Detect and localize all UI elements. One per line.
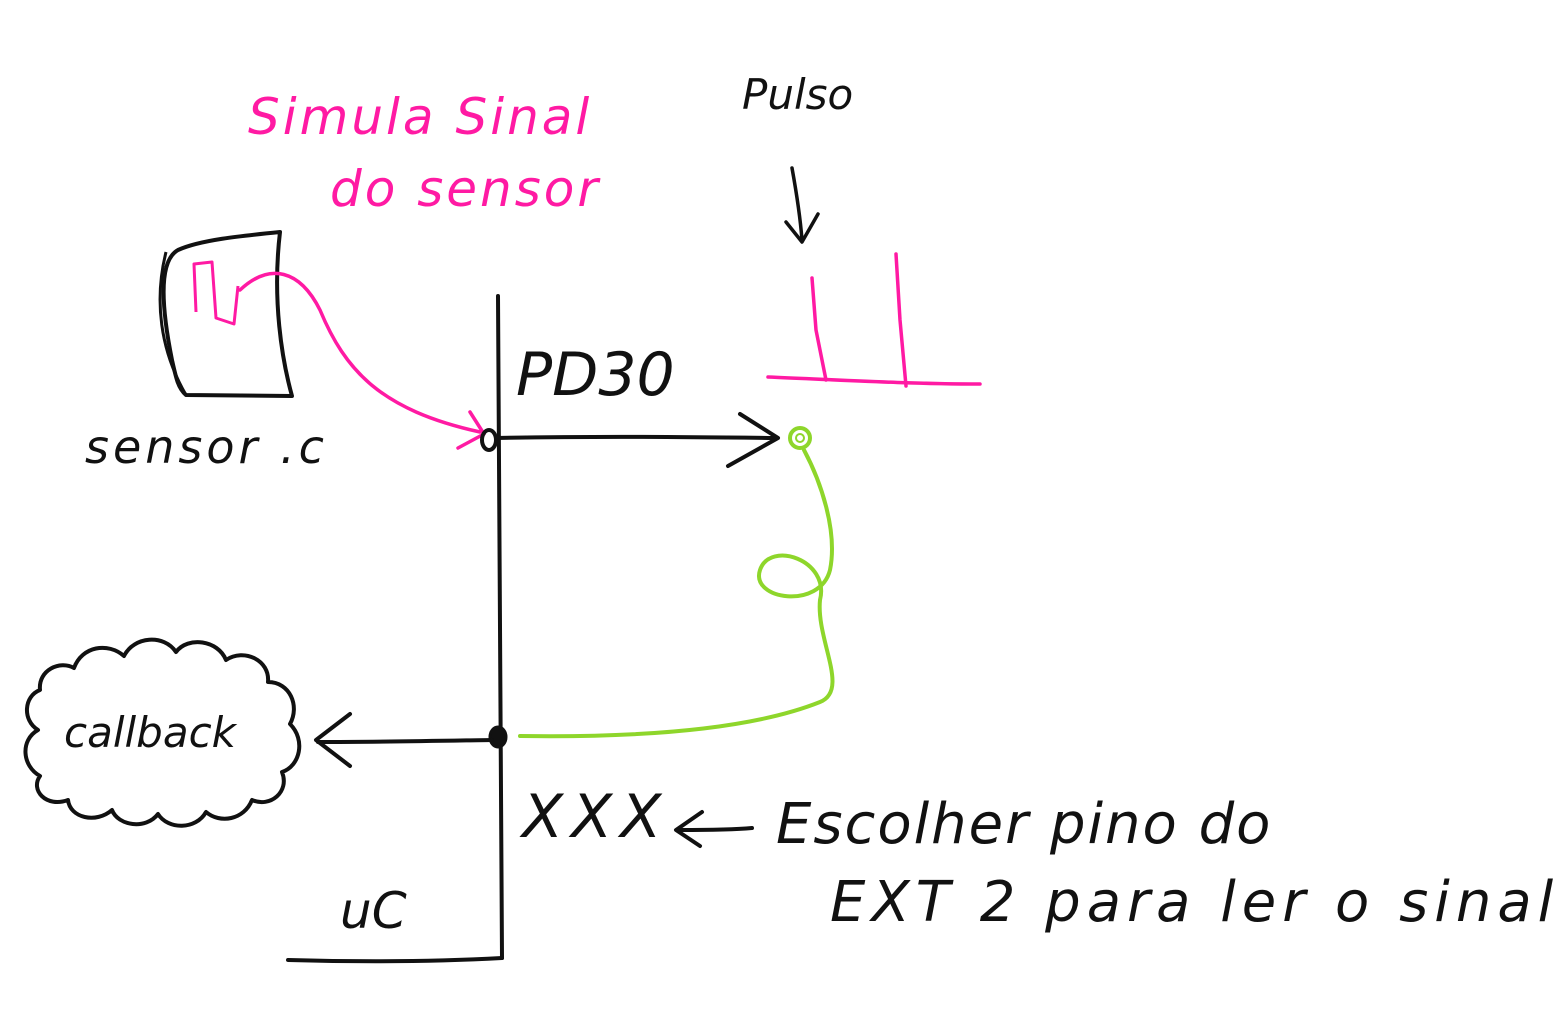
pulso-arrowhead [784, 212, 820, 244]
jumper-wire-end [788, 426, 812, 450]
sensor-file-label: sensor .c [85, 420, 328, 474]
sensor-file-icon [161, 230, 294, 398]
pulso-arrow [790, 166, 804, 242]
callback-arrow [316, 738, 494, 744]
ext2-ler-sinal-label: EXT 2 para ler o sinal [830, 870, 1559, 935]
pd30-pin [480, 428, 498, 452]
do-sensor-label: do sensor [330, 160, 601, 218]
pulse-1 [810, 276, 828, 382]
pd30-output-arrow [494, 434, 776, 440]
xxx-pointer-arrow [678, 826, 754, 832]
escolher-pino-label: Escolher pino do [776, 792, 1273, 857]
callback-arrowhead [314, 712, 352, 768]
uc-base-line [286, 956, 504, 964]
pd30-label: PD30 [516, 340, 675, 410]
xxx-pointer-arrowhead [674, 810, 704, 848]
pulse-2 [894, 252, 908, 388]
uc-vertical-line [496, 294, 504, 960]
ext2-pin [488, 725, 508, 749]
xxx-label: XXX [522, 782, 670, 852]
callback-cloud [23, 637, 302, 828]
simulated-signal-line [238, 271, 482, 434]
pd30-output-arrowhead [726, 412, 780, 468]
sensor-pulse-wave [192, 260, 240, 326]
pulso-label: Pulso [742, 70, 854, 119]
simula-sinal-label: Simula Sinal [248, 88, 593, 146]
callback-label: callback [64, 708, 236, 757]
uc-label: uC [340, 882, 407, 940]
jumper-wire [518, 448, 835, 739]
sensor-file-curl [158, 251, 188, 396]
pulse-train-baseline [766, 375, 982, 386]
